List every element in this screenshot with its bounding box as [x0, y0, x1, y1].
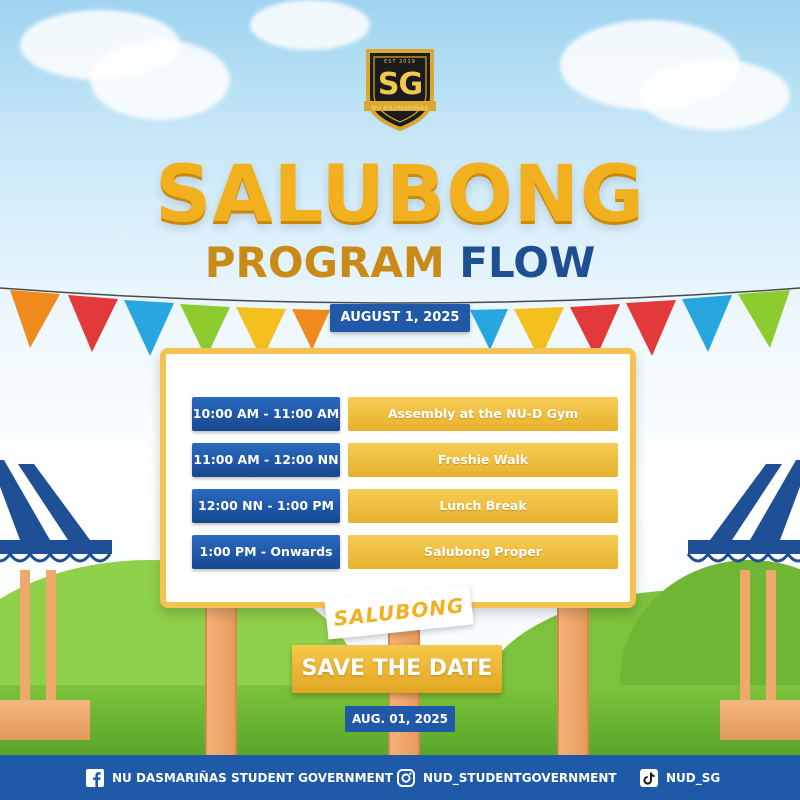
- schedule-time: 11:00 AM - 12:00 NN: [192, 443, 340, 477]
- tiktok-label: NUD_SG: [666, 771, 721, 785]
- stall-post: [740, 570, 750, 720]
- schedule-time: 12:00 NN - 1:00 PM: [192, 489, 340, 523]
- logo-est: EST 2019: [384, 59, 416, 65]
- stall-post: [766, 570, 776, 720]
- schedule-event: Lunch Break: [348, 489, 618, 523]
- tiktok-icon: [640, 769, 658, 787]
- schedule-event: Freshie Walk: [348, 443, 618, 477]
- facebook-label: NU DASMARIÑAS STUDENT GOVERNMENT: [112, 771, 393, 785]
- facebook-icon: [86, 769, 104, 787]
- schedule-event: Salubong Proper: [348, 535, 618, 569]
- footer-bar: NU DASMARIÑAS STUDENT GOVERNMENT NUD_STU…: [0, 755, 800, 800]
- logo-text: SG: [377, 67, 423, 102]
- cloud: [640, 60, 790, 130]
- subtitle-word-program: PROGRAM: [204, 238, 445, 287]
- bunting-flags: [0, 287, 800, 360]
- stall-post: [46, 570, 56, 720]
- shield-icon: [364, 49, 436, 132]
- stall-counter: [0, 700, 90, 740]
- tiktok-link[interactable]: NUD_SG: [640, 767, 720, 789]
- page-subtitle: PROGRAM FLOW: [0, 238, 800, 288]
- date-badge: AUGUST 1, 2025: [330, 304, 470, 332]
- awning-icon: [686, 460, 800, 563]
- facebook-link[interactable]: NU DASMARIÑAS STUDENT GOVERNMENT: [86, 767, 393, 789]
- subtitle-word-flow: FLOW: [459, 238, 596, 287]
- save-the-date-sign: SAVE THE DATE: [292, 645, 502, 693]
- board-post-left: [205, 600, 237, 755]
- schedule-time: 1:00 PM - Onwards: [192, 535, 340, 569]
- left-stall: [0, 460, 120, 750]
- stall-post: [20, 570, 30, 720]
- short-date-badge: AUG. 01, 2025: [345, 706, 455, 732]
- stall-counter: [720, 700, 800, 740]
- schedule-board: 10:00 AM - 11:00 AM Assembly at the NU-D…: [160, 348, 636, 608]
- right-stall: [680, 460, 800, 750]
- instagram-icon: [397, 769, 415, 787]
- page-title: SALUBONG: [155, 150, 645, 240]
- board-post-right: [557, 600, 589, 755]
- sg-logo: EST 2019 SG NU DASMARIÑAS: [362, 45, 438, 132]
- cloud: [250, 0, 370, 50]
- schedule-event: Assembly at the NU-D Gym: [348, 397, 618, 431]
- schedule-time: 10:00 AM - 11:00 AM: [192, 397, 340, 431]
- instagram-link[interactable]: NUD_STUDENTGOVERNMENT: [397, 767, 617, 789]
- cloud: [90, 40, 230, 120]
- instagram-label: NUD_STUDENTGOVERNMENT: [423, 771, 617, 785]
- logo-subtitle: NU DASMARIÑAS: [371, 105, 429, 112]
- awning-icon: [0, 460, 112, 563]
